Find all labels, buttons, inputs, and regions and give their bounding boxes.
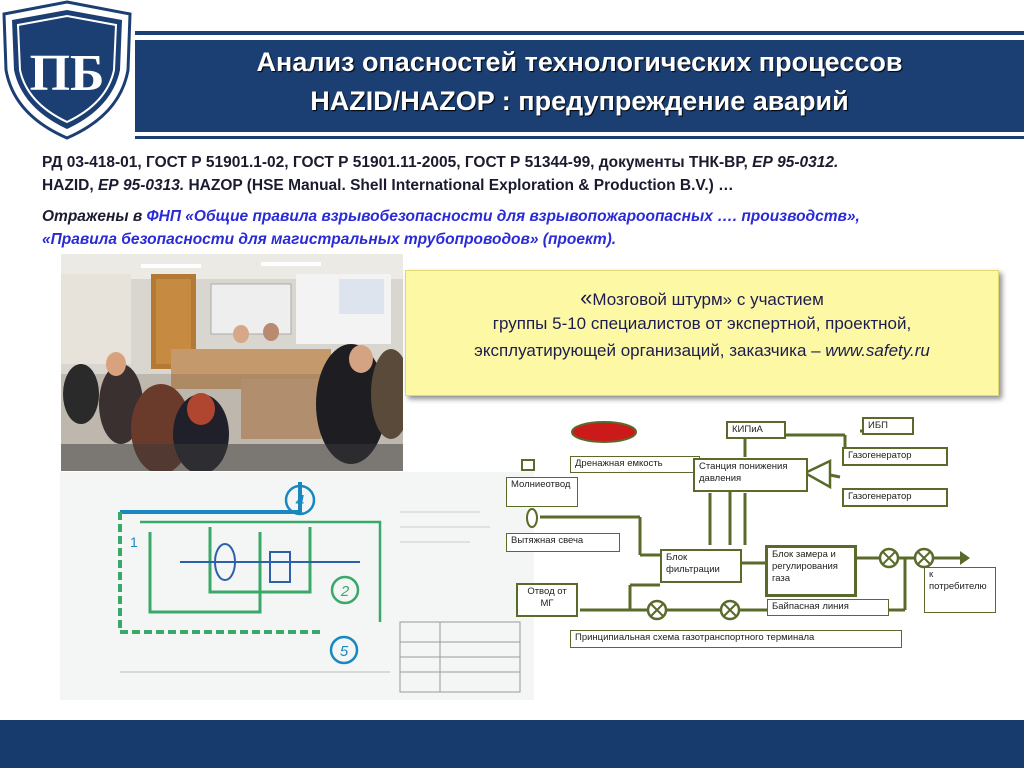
reference-prefix: Отражены в (42, 208, 147, 225)
safety-link[interactable]: www.safety.ru (825, 341, 930, 360)
documents-code-ep95-0313: ЕР 95-0313. (97, 177, 185, 194)
schematic-caption: Принципиальная схема газотранспортного т… (570, 630, 902, 648)
blueprint-marker-5: 5 (340, 643, 349, 660)
reference-line1: Отражены в ФНП «Общие правила взрывобезо… (42, 205, 860, 228)
blueprint-marker-4: 4 (296, 493, 305, 510)
blueprint-marker-2: 2 (340, 583, 350, 600)
meeting-photo (61, 254, 403, 471)
documents-code-ep95-0312: ЕР 95-0312. (752, 154, 839, 171)
valve-icon[interactable] (719, 599, 741, 621)
note-line3: эксплуатирующей организаций, заказчика –… (406, 341, 998, 361)
documents-hazid: HAZID, (42, 177, 98, 194)
brainstorm-note: «Мозговой штурм» с участием группы 5-10 … (405, 270, 999, 396)
box-drainage-tank[interactable]: Дренажная емкость (570, 456, 700, 473)
header-rule-bottom (135, 136, 1024, 139)
blueprint-scheme: 4 2 5 1 (60, 472, 534, 700)
note-line2: группы 5-10 специалистов от экспертной, … (492, 314, 912, 333)
slide-title-line2: HAZID/HAZOP : предупреждение аварий (310, 86, 849, 116)
box-branch-from-main[interactable]: Отвод от МГ (516, 583, 578, 617)
note-open-quote: « (580, 285, 593, 310)
note-line3-text: эксплуатирующей организаций, заказчика – (474, 341, 826, 360)
box-lightning-rod[interactable]: Молниеотвод (506, 477, 578, 507)
box-kipia[interactable]: КИПиА (726, 421, 786, 439)
box-gasgenerator-1[interactable]: Газогенератор (842, 447, 948, 466)
box-metering-unit[interactable]: Блок замера и регулирования газа (765, 545, 857, 597)
schematic-lines (521, 421, 970, 621)
documents-line2: HAZID, ЕР 95-0313. HAZOP (HSE Manual. Sh… (42, 174, 734, 197)
slide-title-line1: Анализ опасностей технологических процес… (256, 47, 903, 77)
blueprint-marker-1: 1 (130, 534, 138, 550)
valve-icon[interactable] (646, 599, 668, 621)
reference-fnp: ФНП «Общие правила взрывобезопасности дл… (146, 208, 860, 225)
box-pressure-reduction-station[interactable]: Станция понижения давления (693, 458, 808, 492)
logo-letters: ПБ (30, 45, 105, 102)
footer-bar (0, 720, 1024, 768)
documents-hazop: HAZOP (HSE Manual. Shell International E… (184, 177, 734, 194)
documents-text: РД 03-418-01, ГОСТ Р 51901.1-02, ГОСТ Р … (42, 154, 753, 171)
reference-line2: «Правила безопасности для магистральных … (42, 231, 617, 248)
documents-line1: РД 03-418-01, ГОСТ Р 51901.1-02, ГОСТ Р … (42, 151, 838, 174)
valve-icon[interactable] (878, 547, 900, 569)
header-rule-top (135, 31, 1024, 35)
box-vent-stack[interactable]: Вытяжная свеча (506, 533, 620, 552)
box-to-consumer[interactable]: к потребителю (924, 567, 996, 613)
header-title-panel (135, 40, 1024, 132)
shield-logo-icon: ПБ (2, 0, 132, 140)
box-gasgenerator-2[interactable]: Газогенератор (842, 488, 948, 507)
box-filtration-unit[interactable]: Блок фильтрации (660, 549, 742, 583)
note-line1-text: Мозговой штурм» с участием (592, 290, 824, 309)
gas-terminal-schematic: КИПиА ИБП Газогенератор Газогенератор Др… (500, 405, 1020, 655)
valve-icon[interactable] (913, 547, 935, 569)
box-bypass-line[interactable]: Байпасная линия (767, 599, 889, 616)
box-ibp[interactable]: ИБП (862, 417, 914, 435)
note-line1: «Мозговой штурм» с участием (406, 285, 998, 311)
